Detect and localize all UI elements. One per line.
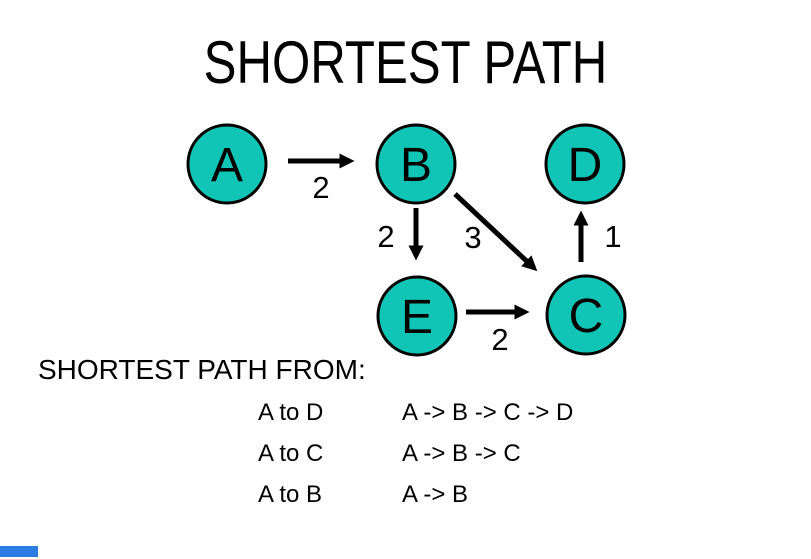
result-row: A to D A -> B -> C -> D	[0, 399, 811, 427]
edge-weight-E-to-C: 2	[491, 322, 508, 357]
edge-weight-B-to-C: 3	[464, 220, 481, 255]
edge-weight-A-to-B: 2	[312, 170, 329, 205]
page-title: SHORTEST PATH	[203, 29, 608, 96]
result-path: A -> B -> C -> D	[402, 399, 574, 426]
result-path: A -> B -> C	[402, 440, 521, 467]
result-query: A to C	[258, 440, 324, 467]
result-row: A to C A -> B -> C	[0, 440, 811, 468]
node-B-label: B	[400, 139, 432, 192]
video-progress-bar[interactable]	[0, 546, 38, 557]
edge-weight-C-to-D: 1	[604, 219, 621, 254]
node-D-label: D	[568, 139, 603, 192]
node-A-label: A	[211, 139, 243, 192]
result-row: A to B A -> B	[0, 481, 811, 509]
result-query: A to D	[258, 399, 324, 426]
result-query: A to B	[258, 481, 323, 508]
node-C-label: C	[569, 290, 604, 343]
node-D-circle	[544, 123, 626, 205]
node-E-circle	[376, 275, 458, 357]
node-E-label: E	[401, 291, 433, 344]
result-path: A -> B	[402, 481, 469, 508]
node-C-circle	[545, 274, 627, 356]
node-A-circle	[186, 123, 268, 205]
edge-weight-B-to-E: 2	[377, 219, 394, 254]
edge-B-to-C	[453, 192, 538, 272]
node-B-circle	[375, 123, 457, 205]
results-heading: SHORTEST PATH FROM:	[38, 354, 366, 385]
